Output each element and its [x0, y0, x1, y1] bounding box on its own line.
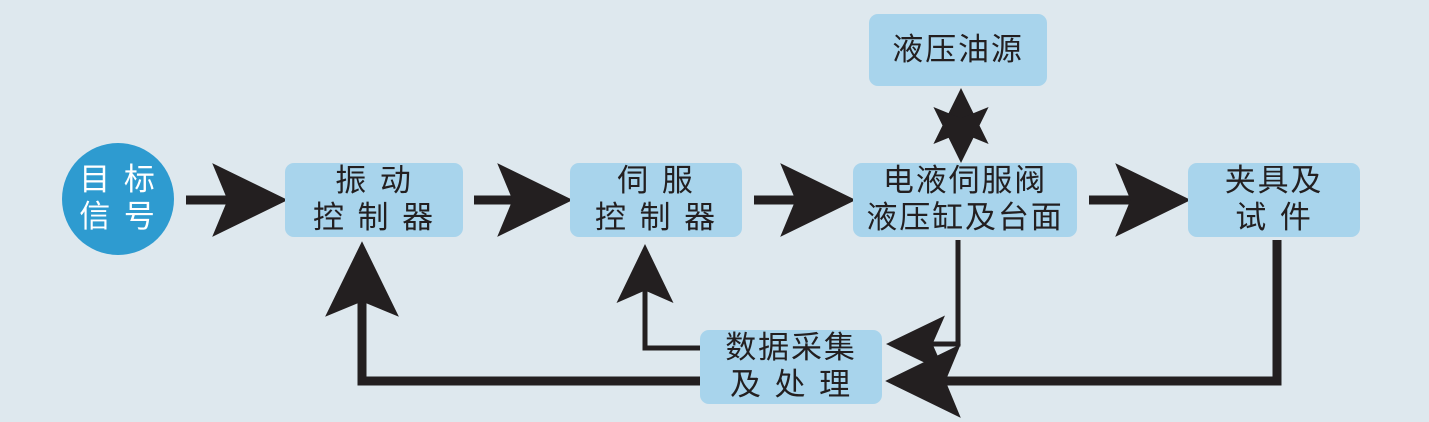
node-data-acquisition-processing[interactable]: 数据采集 及 处 理 — [700, 330, 882, 404]
node-vibration-controller-line-1: 振 动 — [335, 163, 413, 200]
connector-data-acquisition-to-vibration — [325, 241, 700, 386]
node-servo-valve-cylinder-table-line-1: 电液伺服阀 — [882, 163, 1048, 200]
node-hydraulic-power-source[interactable]: 液压油源 — [869, 14, 1047, 86]
node-vibration-controller[interactable]: 振 动 控 制 器 — [285, 163, 463, 237]
connector-data-acquisition-to-servo — [616, 244, 700, 351]
node-servo-valve-cylinder-table-line-2: 液压缸及台面 — [866, 200, 1064, 236]
node-target-signal-line-2: 信 号 — [79, 199, 157, 235]
node-vibration-controller-line-2: 控 制 器 — [312, 200, 435, 236]
node-target-signal-line-1: 目 标 — [79, 162, 157, 199]
node-fixture-specimen[interactable]: 夹具及 试 件 — [1188, 163, 1360, 237]
node-servo-valve-cylinder-table[interactable]: 电液伺服阀 液压缸及台面 — [853, 163, 1077, 237]
node-fixture-specimen-line-1: 夹具及 — [1224, 163, 1324, 200]
node-target-signal[interactable]: 目 标 信 号 — [62, 143, 174, 255]
node-data-acquisition-processing-line-1: 数据采集 — [725, 330, 857, 367]
node-fixture-specimen-line-2: 试 件 — [1235, 200, 1313, 236]
node-hydraulic-power-source-line-1: 液压油源 — [892, 31, 1024, 68]
node-servo-controller-line-1: 伺 服 — [617, 163, 695, 200]
connector-valve-to-data-acquisition — [886, 240, 961, 373]
node-servo-controller[interactable]: 伺 服 控 制 器 — [570, 163, 742, 237]
node-data-acquisition-processing-line-2: 及 处 理 — [729, 367, 852, 403]
node-servo-controller-line-2: 控 制 器 — [594, 200, 717, 236]
connector-fixture-to-data-acquisition — [885, 240, 1282, 418]
